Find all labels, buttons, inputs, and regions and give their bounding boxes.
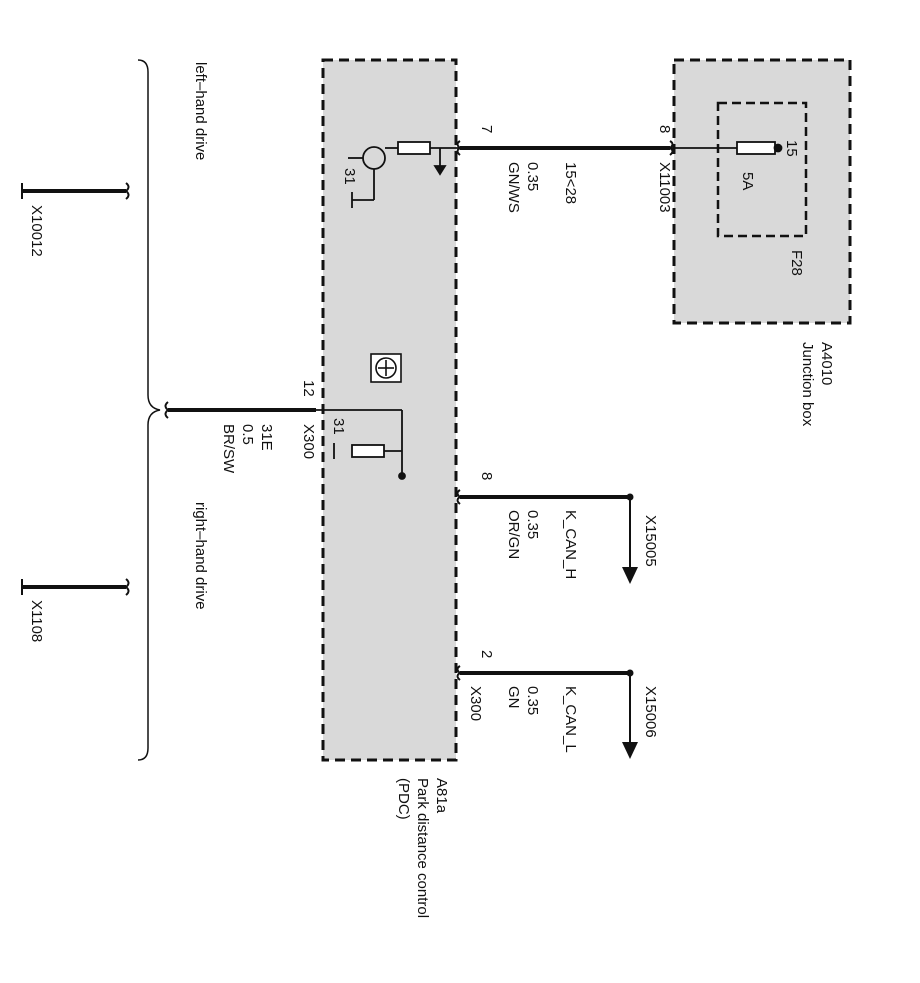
pdc-module-id: A81a [433,778,450,814]
power-gauge-label: 0.35 [524,162,541,191]
power-wire [456,140,674,156]
can-h-wire [456,489,638,584]
can-l-connector-label: X300 [467,686,484,721]
pdc-ground-circuit [316,409,406,480]
ground-connector-label: X300 [300,424,317,459]
fuse-id-label: F28 [788,250,805,276]
power-pin-label: 7 [478,125,495,133]
power-color-label: GN/WS [505,162,522,213]
pdc-input-circuit [348,141,460,208]
fuse-f28 [670,141,783,155]
transistor-ground-31-label: 31 [341,168,358,185]
can-l-color-label: GN [505,686,522,709]
can-h-pin-label: 8 [478,472,495,480]
inner-ground-31-label: 31 [330,418,347,435]
ground-color-label: BR/SW [220,424,237,474]
ground-pin-label: 12 [300,380,317,397]
connector-stub-x1108 [21,578,130,596]
can-h-connector-label: X15005 [642,515,659,567]
drive-variant-brace [137,59,161,761]
power-far-connector-label: X11003 [656,162,673,213]
power-signal-label: 15<28 [562,162,579,204]
can-l-far-connector-label: X15006 [642,686,659,738]
can-l-signal-label: K_CAN_L [562,686,579,753]
can-h-signal-label: K_CAN_H [562,510,579,579]
connector-x1108-label: X1108 [28,600,45,642]
fuse-rating-label: 5A [739,172,756,190]
can-l-pin-label: 2 [478,650,495,658]
junction-box-id: A4010 [818,342,835,385]
can-h-color-label: OR/GN [505,510,522,559]
junction-box-name: Junction box [799,342,816,427]
pdc-module-name: Park distance control [414,778,431,918]
fuse-f28-box [716,101,808,238]
pdc-module-abbr: (PDC) [395,778,412,820]
ground-wire [164,401,316,419]
right-hand-drive-label: right–hand drive [192,502,209,610]
fuse-pin-label: 15 [783,140,800,157]
left-hand-drive-label: left–hand drive [192,62,209,160]
junction-box [672,58,852,325]
power-far-pin-label: 8 [656,125,673,133]
ground-signal-label: 31E [258,424,275,451]
diagram-labels: left–hand drive right–hand drive X10012 … [28,62,835,918]
can-l-gauge-label: 0.35 [524,686,541,715]
connector-x10012-label: X10012 [28,205,45,257]
connector-stub-x10012 [21,182,130,200]
ground-gauge-label: 0.5 [239,424,256,445]
ground-symbol-icon [370,353,402,383]
can-h-gauge-label: 0.35 [524,510,541,539]
can-l-wire [456,665,638,759]
